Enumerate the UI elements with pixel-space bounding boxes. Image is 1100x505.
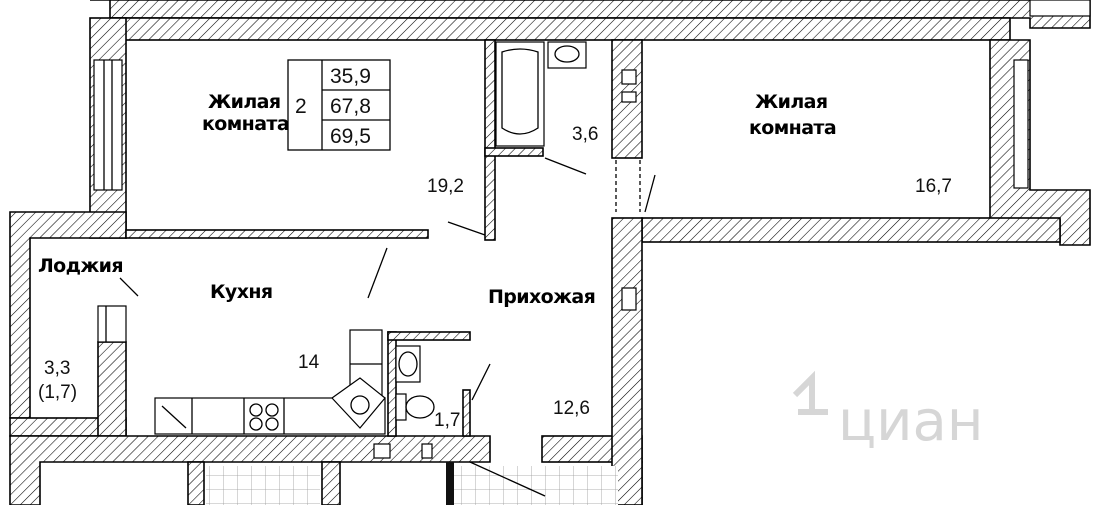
cian-watermark: циан [792, 370, 983, 454]
stove-burners [249, 403, 279, 431]
floor-grid-1 [206, 466, 320, 505]
loggia-name: Лоджия [38, 255, 123, 277]
cian-logo-icon [792, 370, 828, 415]
living-room-2-name-line1: Жилая [755, 91, 828, 113]
window-living-left [93, 59, 123, 191]
living-room-1-name-line2: комната [202, 113, 289, 135]
toilet-sink [395, 345, 421, 383]
legend-area-with-loggia: 69,5 [330, 125, 371, 148]
window-top-right [1029, 0, 1091, 17]
wall-bottom-pier1 [187, 461, 205, 505]
living-room-1-area: 19,2 [427, 176, 464, 197]
living-room-2-name-line2: комната [749, 117, 836, 139]
vent-shaft-2 [621, 91, 637, 103]
vent-shaft-1 [621, 69, 637, 85]
wall-bath-left [484, 39, 496, 241]
windows [93, 0, 1091, 343]
wall-toilet-left [387, 331, 397, 437]
toilet-bowl [395, 393, 435, 421]
wall-right-upper [989, 39, 1091, 246]
entry-door-mark [446, 462, 454, 505]
watermark-brand: циан [838, 389, 983, 454]
window-kitchen-left [97, 305, 127, 343]
vent-shaft-4 [373, 443, 391, 459]
legend-box: 2 35,9 67,8 69,5 [287, 59, 391, 151]
door-swings [119, 157, 656, 401]
vent-shaft-3 [621, 287, 637, 311]
toilet-area: 1,7 [434, 410, 460, 431]
bathroom-area: 3,6 [572, 124, 598, 145]
wall-kitchen-top [125, 229, 429, 239]
wall-top-inner [109, 17, 1011, 41]
loggia-area: 3,3 [44, 358, 70, 379]
legend-rooms-count: 2 [295, 95, 307, 118]
wall-bath-bottom [484, 147, 544, 157]
living-room-2-area: 16,7 [915, 176, 952, 197]
wall-right-bottom [641, 217, 1061, 243]
loggia-area-reduced: (1,7) [38, 382, 77, 403]
wall-partition-center [611, 217, 643, 505]
kitchen-name: Кухня [210, 281, 273, 303]
wall-bottom-pier2 [321, 461, 341, 505]
legend-living-area: 35,9 [330, 65, 371, 88]
hallway-area: 12,6 [553, 398, 590, 419]
vent-shaft-5 [421, 443, 433, 459]
wall-toilet-right [462, 389, 471, 437]
legend-total-area: 67,8 [330, 95, 371, 118]
wall-toilet-top [387, 331, 471, 341]
window-right-room [1013, 59, 1029, 189]
kitchen-area: 14 [298, 352, 320, 373]
floor-grid-2 [450, 466, 618, 505]
wall-bottom-left [9, 435, 491, 505]
bathtub [495, 41, 545, 147]
wall-partition-center-upper [611, 39, 643, 159]
living-room-1-name-line1: Жилая [208, 91, 281, 113]
wall-left-lower [97, 341, 127, 437]
bathroom-sink [547, 41, 587, 69]
hallway-name: Прихожая [488, 286, 595, 308]
